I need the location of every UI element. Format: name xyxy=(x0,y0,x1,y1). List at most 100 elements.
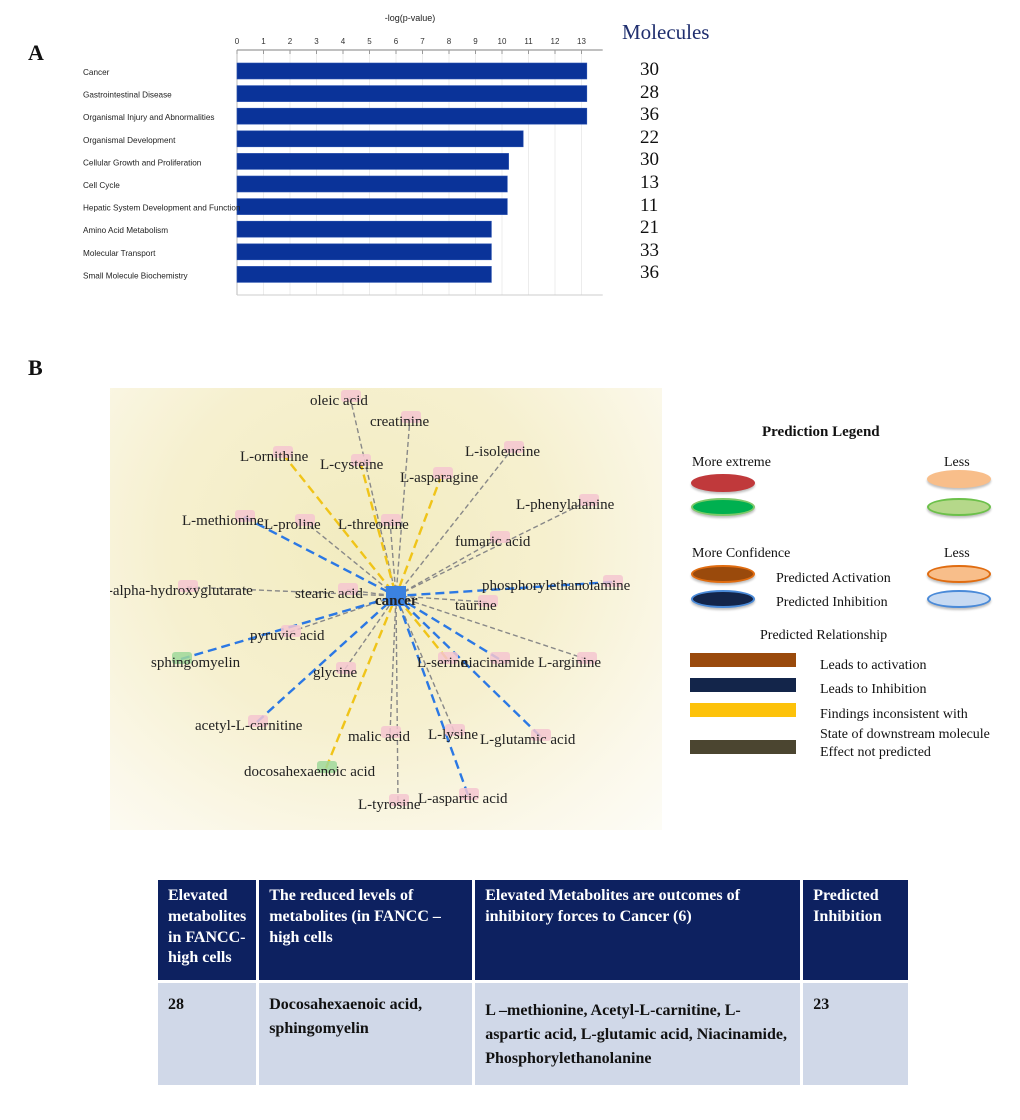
bar xyxy=(236,198,508,215)
bar xyxy=(236,153,509,170)
bar xyxy=(236,85,588,102)
network-node-box xyxy=(401,411,421,423)
network-node-label: glycine xyxy=(313,665,357,681)
network-node-label: L-arginine xyxy=(538,655,601,671)
network-node-box xyxy=(351,454,371,466)
network-node-box xyxy=(235,510,255,522)
network-node-box xyxy=(338,583,358,595)
legend-more-extreme: More extreme xyxy=(692,455,771,470)
network-node-box xyxy=(273,446,293,458)
network-node-label: L-methionine xyxy=(182,513,264,529)
x-tick-label: 0 xyxy=(235,37,240,46)
legend-less: Less xyxy=(944,455,970,470)
x-tick-label: 8 xyxy=(447,37,452,46)
network-edge xyxy=(395,594,500,661)
network-node-label: docosahexaenoic acid xyxy=(244,764,376,780)
category-label: Amino Acid Metabolism xyxy=(83,226,168,235)
x-axis-label: -log(p-value) xyxy=(385,13,436,23)
network-edge xyxy=(394,473,444,597)
bar xyxy=(236,220,492,238)
legend-leads-activation: Leads to activation xyxy=(820,658,927,673)
network-edge xyxy=(395,595,488,603)
molecule-count: 13 xyxy=(640,172,659,193)
network-node-box xyxy=(317,761,337,773)
x-tick-label: 9 xyxy=(473,37,478,46)
network-node-label: L-lysine xyxy=(428,727,478,743)
network-node-box xyxy=(389,794,409,806)
network-node-label: L-phenylalanine xyxy=(516,497,615,513)
network-edge xyxy=(395,595,455,732)
bar xyxy=(236,243,492,261)
x-tick-label: 1 xyxy=(261,37,266,46)
table-header: The reduced levels of metabolites (in FA… xyxy=(259,880,473,980)
swatch-findings-inconsistent xyxy=(690,703,796,717)
category-label: Organismal Development xyxy=(83,136,176,145)
bar xyxy=(236,266,492,283)
table-header: Predicted Inhibition xyxy=(803,880,909,980)
network-node-box xyxy=(178,580,198,592)
network-edge xyxy=(324,595,398,769)
network-node-label: oleic acid xyxy=(310,393,368,409)
network-node-box xyxy=(172,652,192,664)
molecule-count: 21 xyxy=(640,217,659,239)
table-row: 28 Docosahexaenoic acid, sphingomyelin L… xyxy=(158,983,909,1085)
legend-less-confidence: Less xyxy=(944,546,970,561)
network-node-box xyxy=(459,788,479,800)
swatch-less-orange xyxy=(927,470,991,488)
network-node-box xyxy=(504,441,524,453)
swatch-extreme-green xyxy=(691,498,755,516)
category-label: Cellular Growth and Proliferation xyxy=(83,158,202,167)
molecule-count: 30 xyxy=(640,149,659,171)
network-node-label: L-cysteine xyxy=(320,457,384,473)
network-node-box xyxy=(381,726,401,738)
legend-effect-not-predicted: Effect not predicted xyxy=(820,745,931,760)
network-edge xyxy=(389,520,397,597)
category-label: Cancer xyxy=(83,68,110,77)
network-node-box xyxy=(381,514,401,526)
category-label: Small Molecule Biochemistry xyxy=(83,271,189,280)
molecule-count: 28 xyxy=(640,81,659,103)
network-edges xyxy=(180,396,613,802)
table-header: Elevated Metabolites are outcomes of inh… xyxy=(475,880,801,980)
network-edge xyxy=(281,452,397,597)
table-cell: Docosahexaenoic acid, sphingomyelin xyxy=(259,983,473,1085)
network-node-box xyxy=(490,531,510,543)
network-node-box xyxy=(438,652,458,664)
molecule-count: 30 xyxy=(640,59,659,80)
swatch-activation-confident xyxy=(691,565,755,583)
legend-title: Prediction Legend xyxy=(762,424,880,440)
network-node-label: L-ornithine xyxy=(240,449,309,465)
bar xyxy=(236,130,524,148)
x-tick-label: 3 xyxy=(314,37,319,46)
network-edge xyxy=(395,580,613,598)
network-node-label: creatinine xyxy=(370,414,429,430)
network-node-box xyxy=(603,575,623,587)
legend-relationship-title: Predicted Relationship xyxy=(760,628,888,643)
network-edge xyxy=(344,595,397,670)
category-label: Gastrointestinal Disease xyxy=(83,91,172,100)
network-node-label: niacinamide xyxy=(461,655,535,671)
bar xyxy=(236,175,508,193)
table-header-row: Elevated metabolites in FANCC-high cells… xyxy=(158,880,909,980)
network-node-label: pyruvic acid xyxy=(250,628,325,644)
network-node-box xyxy=(248,715,268,727)
table-cell: 23 xyxy=(803,983,909,1085)
network-edge xyxy=(395,595,541,737)
network-node-label: L-glutamic acid xyxy=(480,732,576,748)
network-node-label: L-proline xyxy=(264,517,321,533)
category-label: Organismal Injury and Abnormalities xyxy=(83,113,215,122)
swatch-activation-less xyxy=(927,565,991,583)
network-node-box xyxy=(341,390,361,402)
network-edge xyxy=(395,595,587,660)
swatch-leads-activation xyxy=(690,653,796,667)
x-tick-label: 6 xyxy=(394,37,399,46)
swatch-leads-inhibition xyxy=(690,678,796,692)
bars xyxy=(236,62,588,283)
table-header: Elevated metabolites in FANCC-high cells xyxy=(158,880,257,980)
category-label: Molecular Transport xyxy=(83,249,156,258)
network-node-box xyxy=(490,652,510,664)
bar xyxy=(236,107,588,125)
legend-state-downstream: State of downstream molecule xyxy=(820,727,990,742)
